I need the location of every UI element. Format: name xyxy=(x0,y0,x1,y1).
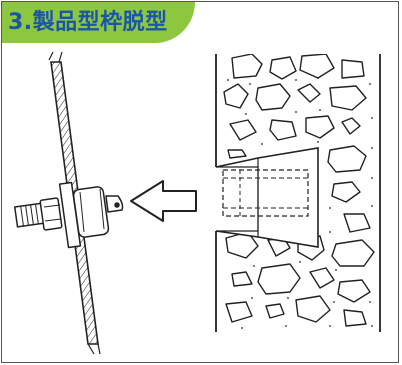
aggregate-stone xyxy=(329,85,367,111)
sand-dots xyxy=(227,77,373,329)
aggregate-stone xyxy=(229,119,257,141)
threaded-bore xyxy=(222,169,309,217)
aggregate-stone xyxy=(269,119,297,141)
aggregate-stone xyxy=(225,301,253,323)
aggregate-stone xyxy=(265,303,285,319)
anchor-bolt-assembly xyxy=(13,181,124,249)
aggregate-stone xyxy=(223,83,249,109)
aggregate-stone xyxy=(231,54,263,79)
aggregate-stone xyxy=(297,83,321,103)
concrete-wall xyxy=(215,54,381,332)
aggregate-stone xyxy=(331,181,361,203)
aggregate-stone xyxy=(255,83,291,111)
aggregate-stone xyxy=(227,149,247,159)
aggregate-stone xyxy=(257,263,301,295)
aggregate-stone xyxy=(309,267,335,289)
aggregate-stone xyxy=(343,213,371,233)
embedded-sleeve-cavity xyxy=(215,147,319,248)
aggregate-stone xyxy=(343,309,367,327)
aggregate-stone xyxy=(305,115,335,139)
aggregate-stone xyxy=(341,117,361,135)
aggregate-stone xyxy=(269,56,297,80)
hex-nut-small xyxy=(39,197,63,231)
aggregate-stone xyxy=(341,59,365,79)
removal-direction-arrow xyxy=(130,180,197,222)
section-title: 3.製品型枠脱型 xyxy=(8,10,168,35)
title-tab xyxy=(2,2,195,43)
aggregate-stone xyxy=(295,295,331,323)
aggregate-stone xyxy=(337,279,371,303)
aggregate-stone xyxy=(299,54,335,79)
bolt-tip xyxy=(114,202,120,208)
bolt-body xyxy=(72,186,110,238)
aggregate-stone xyxy=(327,145,367,173)
aggregate-stone xyxy=(331,239,375,267)
aggregate-stone xyxy=(231,271,253,287)
